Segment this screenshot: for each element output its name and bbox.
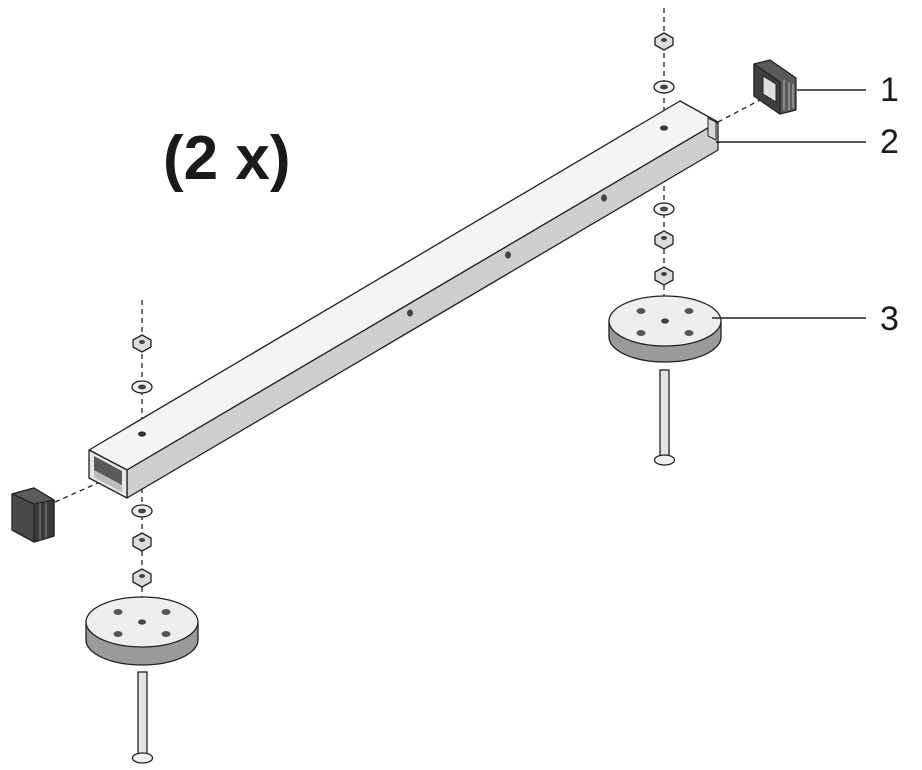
callout-number-3: 3 bbox=[880, 300, 899, 338]
callout-number-1: 1 bbox=[880, 71, 899, 109]
bolt-head bbox=[131, 752, 154, 764]
leader-lines bbox=[712, 89, 866, 319]
tube-hole bbox=[505, 251, 511, 259]
foot-left bbox=[85, 596, 199, 764]
quantity-label: (2 x) bbox=[163, 124, 291, 193]
end-cap-right bbox=[753, 59, 797, 115]
square-tube bbox=[88, 100, 719, 499]
tube-hole bbox=[407, 309, 413, 317]
end-cap-left bbox=[11, 487, 55, 543]
bolt-shaft bbox=[137, 671, 148, 755]
hardware-right bbox=[653, 32, 675, 286]
callout-number-2: 2 bbox=[880, 123, 899, 161]
tube-hole bbox=[138, 431, 146, 437]
bolt-head bbox=[653, 454, 676, 466]
tube-hole bbox=[660, 125, 668, 131]
tube-end-inner-floor bbox=[94, 470, 122, 492]
tube-far-end-face bbox=[707, 117, 717, 141]
tube-hole bbox=[601, 194, 607, 202]
foot-right bbox=[608, 295, 722, 466]
bolt-shaft bbox=[659, 369, 670, 457]
hardware-left bbox=[131, 334, 153, 588]
